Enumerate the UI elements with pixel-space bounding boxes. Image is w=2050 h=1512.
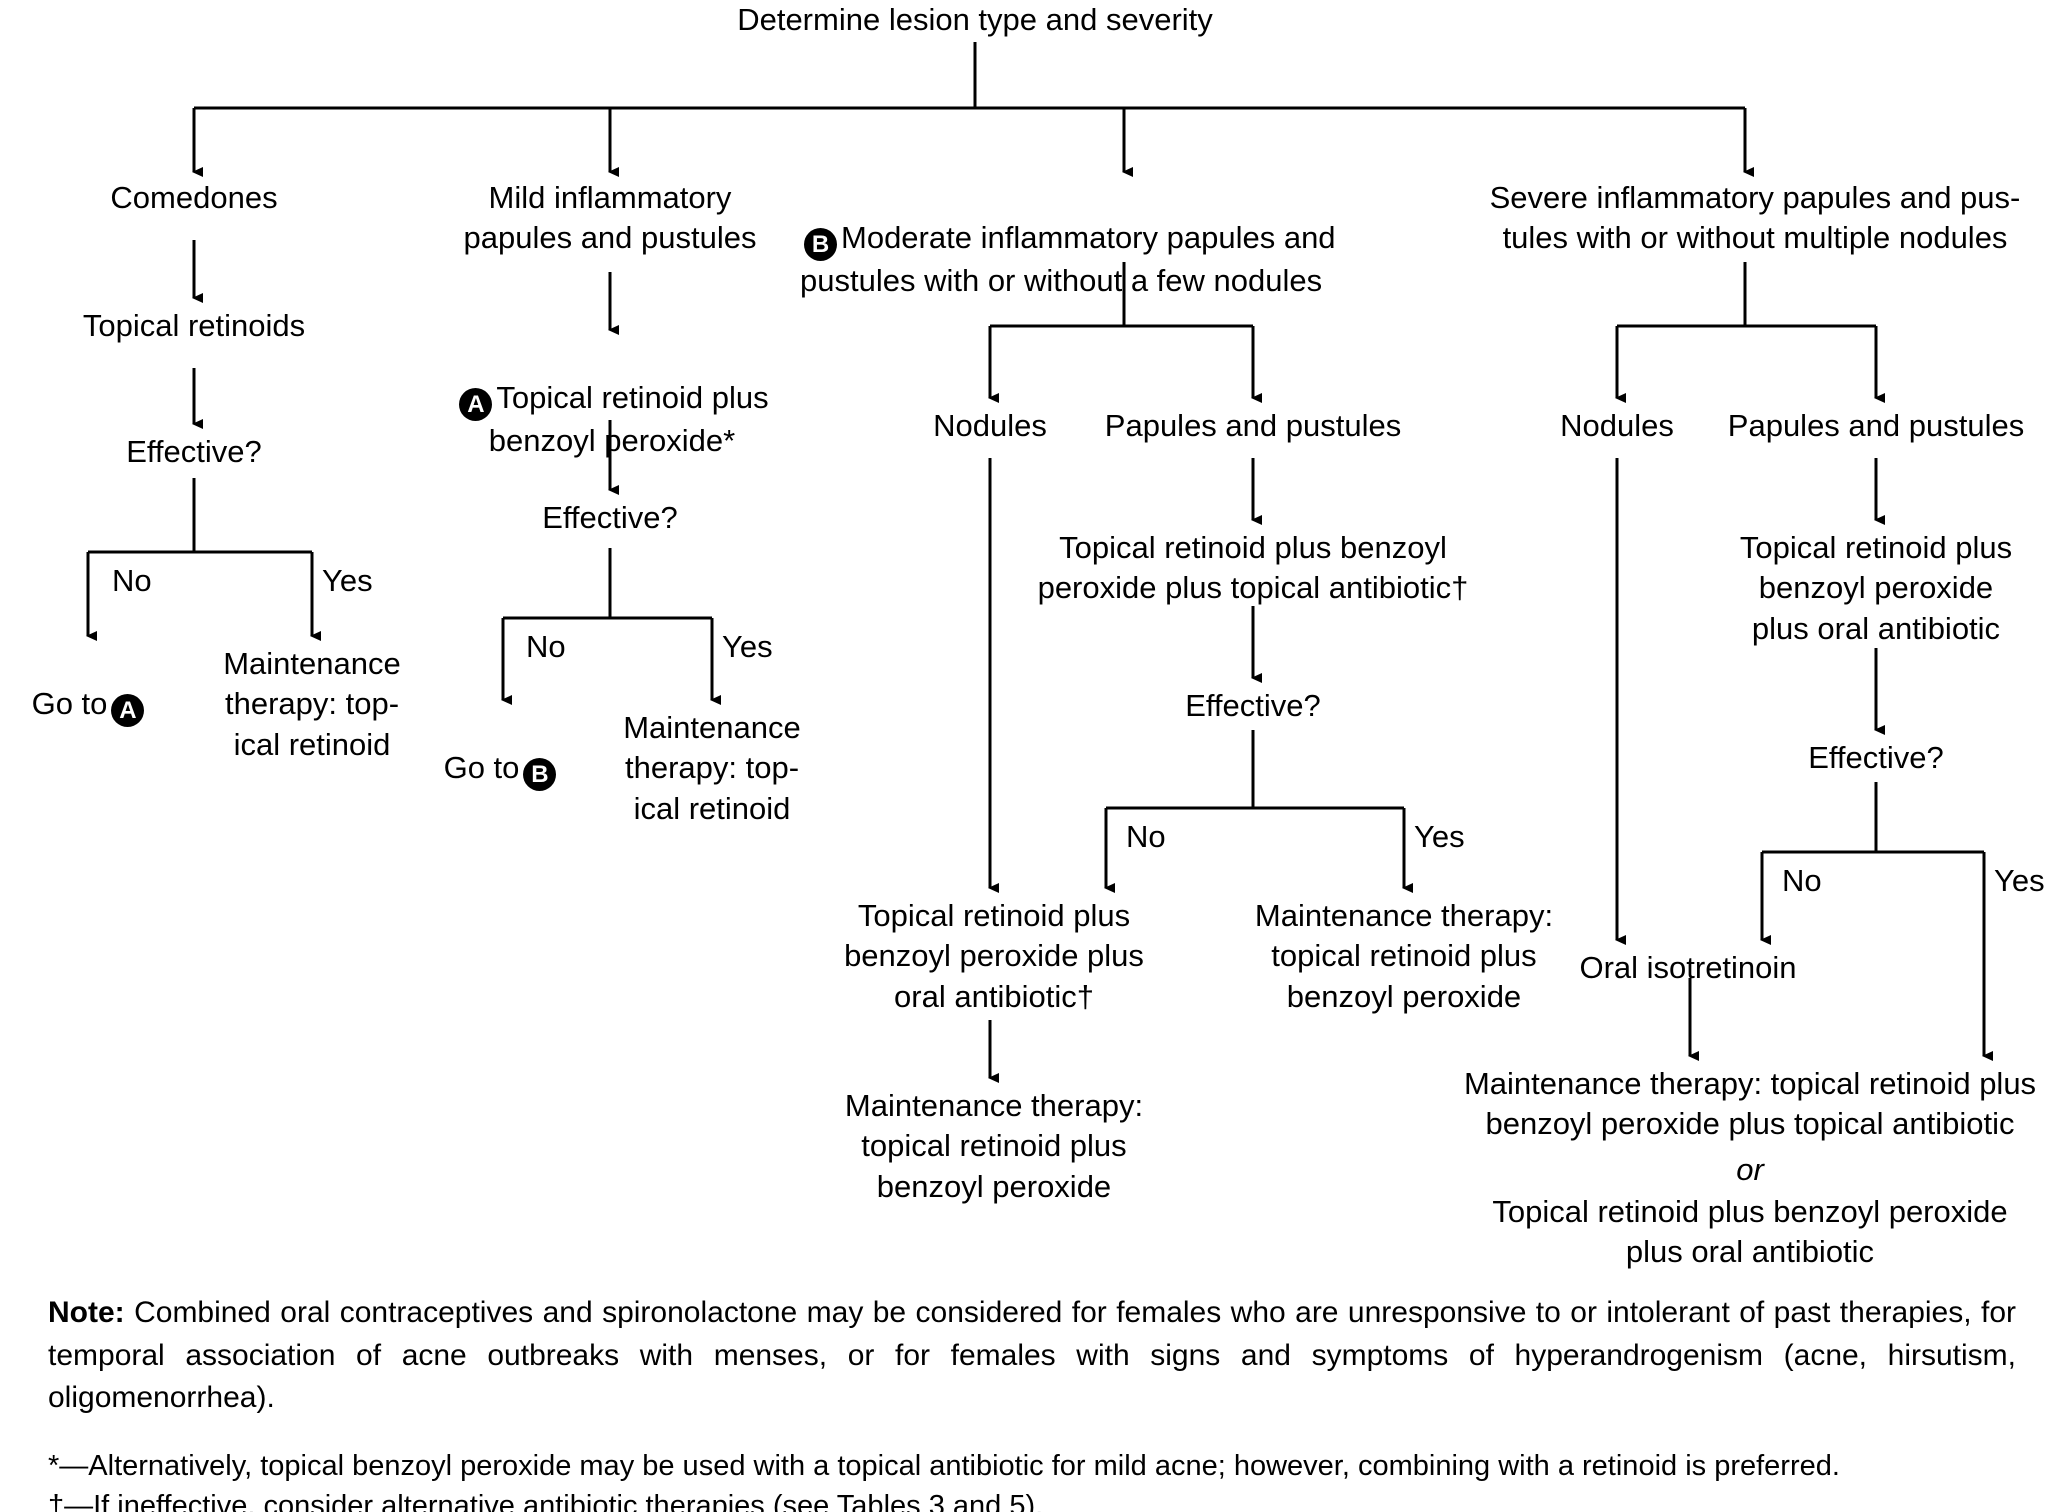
- edge-label-comedones-yes: Yes: [322, 563, 373, 598]
- note-label: Note:: [48, 1296, 125, 1329]
- node-mild-label: Mild inflammatory papules and pustules: [463, 180, 757, 256]
- edge-label-mild-yes: Yes: [722, 629, 773, 664]
- node-comedones-yes-outcome: Maintenance therapy: top- ical retinoid: [223, 646, 401, 762]
- node-severe-label: Severe inflammatory papules and pus- tul…: [1489, 180, 2021, 256]
- node-severe-final-or: or: [1736, 1152, 1764, 1187]
- footnote-dagger: †—If ineffective, consider alternative a…: [48, 1489, 1044, 1512]
- edge-label-moderate-no: No: [1126, 819, 1166, 854]
- notes-section: Note: Combined oral contraceptives and s…: [48, 1292, 2016, 1512]
- edge-label-severe-yes: Yes: [1994, 863, 2045, 898]
- node-comedones-question: Effective?: [126, 434, 262, 469]
- note-paragraph: Note: Combined oral contraceptives and s…: [48, 1292, 2016, 1420]
- node-moderate-papules: Papules and pustules: [1104, 408, 1402, 443]
- node-mild-yes-outcome: Maintenance therapy: top- ical retinoid: [623, 710, 801, 826]
- badge-a-icon: A: [111, 694, 145, 728]
- node-comedones-label: Comedones: [110, 180, 278, 215]
- node-severe-question: Effective?: [1808, 740, 1944, 775]
- node-severe-papules: Papules and pustules: [1727, 408, 2025, 443]
- flowchart-connectors: [86, 42, 1993, 1083]
- edge-label-mild-no: No: [526, 629, 566, 664]
- node-root: Determine lesion type and severity: [737, 2, 1213, 37]
- badge-b-icon: B: [804, 228, 837, 262]
- node-comedones-treatment: Topical retinoids: [82, 308, 306, 343]
- node-severe-final-line1: Maintenance therapy: topical retinoid pl…: [1463, 1066, 2037, 1142]
- node-severe-final-line2: Topical retinoid plus benzoyl peroxide p…: [1492, 1194, 2008, 1270]
- node-severe-nodules: Nodules: [1560, 408, 1674, 443]
- node-moderate-nodules: Nodules: [933, 408, 1047, 443]
- node-moderate-label-text: Moderate inflammatory papules and pustul…: [800, 220, 1336, 299]
- node-severe-right-treatment: Topical retinoid plus benzoyl peroxide p…: [1739, 530, 2013, 646]
- edge-label-comedones-no: No: [112, 563, 152, 598]
- node-moderate-no-outcome: Topical retinoid plus benzoyl peroxide p…: [844, 898, 1144, 1014]
- goto-label: Go to: [443, 750, 520, 786]
- note-text: Combined oral contraceptives and spirono…: [48, 1296, 2016, 1415]
- node-moderate-maintenance: Maintenance therapy: topical retinoid pl…: [844, 1088, 1144, 1204]
- edge-label-severe-no: No: [1782, 863, 1822, 898]
- node-moderate-question: Effective?: [1185, 688, 1321, 723]
- node-mild-treatment-text: Topical retinoid plus benzoyl peroxide*: [488, 380, 769, 459]
- goto-label: Go to: [31, 686, 108, 722]
- node-mild-question: Effective?: [542, 500, 678, 535]
- badge-a-icon: A: [459, 388, 493, 422]
- badge-b-icon: B: [523, 758, 557, 792]
- node-severe-oral-isotretinoin: Oral isotretinoin: [1579, 950, 1797, 985]
- edge-label-moderate-yes: Yes: [1414, 819, 1465, 854]
- node-moderate-yes-outcome: Maintenance therapy: topical retinoid pl…: [1254, 898, 1554, 1014]
- footnote-asterisk: *—Alternatively, topical benzoyl peroxid…: [48, 1449, 1840, 1482]
- node-moderate-right-treatment: Topical retinoid plus benzoyl peroxide p…: [1037, 530, 1469, 606]
